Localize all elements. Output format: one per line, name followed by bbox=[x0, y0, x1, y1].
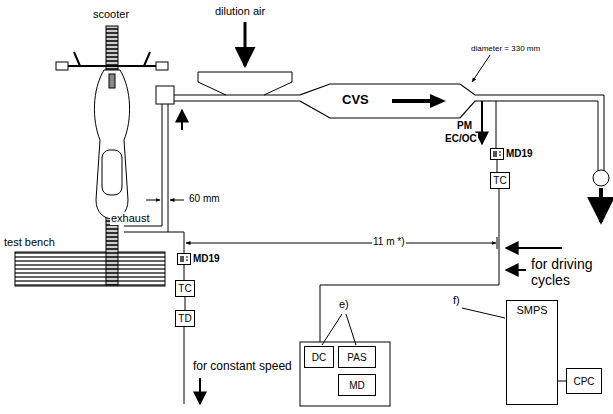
scooter-drawing bbox=[56, 26, 168, 285]
node-label: DC bbox=[312, 352, 326, 363]
instrument-box: MD bbox=[338, 374, 376, 396]
sampling-probes bbox=[168, 101, 499, 404]
node-label: PAS bbox=[347, 352, 366, 363]
annotation-label: dilution air bbox=[214, 5, 266, 18]
test-bench bbox=[15, 252, 165, 286]
leader-lines bbox=[322, 308, 505, 345]
annotation-label: e) bbox=[338, 298, 350, 311]
leader-line bbox=[472, 55, 490, 82]
node-label: MD19 bbox=[193, 253, 220, 264]
annotation-label: test bench bbox=[3, 236, 56, 249]
instrument-rack bbox=[300, 342, 390, 406]
diameter-arrows bbox=[146, 200, 184, 201]
connector-line bbox=[497, 160, 498, 172]
flow-arrow bbox=[392, 99, 432, 103]
connector-line bbox=[184, 265, 185, 280]
node-label: TC bbox=[493, 175, 506, 186]
md19-monitor: MD19 bbox=[490, 148, 504, 160]
node-label: SMPS bbox=[516, 304, 547, 316]
annotation-label: PM bbox=[456, 120, 473, 132]
annotation-label: scooter bbox=[92, 8, 130, 21]
tunnel-wall bbox=[300, 84, 482, 118]
exhaust-pipe bbox=[124, 86, 182, 232]
tunnel-outlet bbox=[482, 95, 609, 270]
monitor-icon bbox=[491, 149, 503, 159]
annotation-label: 60 mm bbox=[188, 193, 221, 205]
node-label: CVS bbox=[342, 93, 369, 107]
thermo-conditioner: TC bbox=[175, 280, 195, 297]
node-label: TD bbox=[178, 313, 191, 324]
node-label: MD bbox=[349, 380, 365, 391]
length-dimension bbox=[186, 237, 497, 249]
node-label: MD19 bbox=[506, 148, 533, 159]
dilution-funnel bbox=[174, 22, 300, 101]
instrument-box: PAS bbox=[338, 346, 376, 368]
annotation-label: exhaust bbox=[110, 212, 151, 225]
cvs-tunnel: CVS bbox=[300, 82, 482, 120]
instrument-box: DC bbox=[304, 346, 334, 368]
cpc-instrument: CPC bbox=[566, 368, 602, 394]
annotation-label: 11 m *) bbox=[372, 236, 406, 248]
node-label: CPC bbox=[573, 376, 594, 387]
annotation-label: f) bbox=[452, 294, 461, 307]
connector-line bbox=[558, 381, 566, 382]
annotation-label: for constant speed bbox=[192, 360, 293, 374]
annotation-label: EC/OC bbox=[444, 133, 478, 145]
thermo-desorber: TD bbox=[175, 310, 195, 327]
smps-instrument: SMPS bbox=[506, 300, 558, 405]
md19-monitor: MD19 bbox=[177, 253, 191, 265]
connector-line bbox=[185, 297, 186, 310]
monitor-icon bbox=[178, 254, 190, 264]
annotation-label: for driving cycles bbox=[530, 256, 612, 288]
flow-arrow-head bbox=[430, 94, 446, 108]
node-label: TC bbox=[178, 283, 191, 294]
thermo-conditioner: TC bbox=[490, 172, 510, 189]
tunnel-outline bbox=[300, 82, 482, 120]
annotation-label: diameter = 330 mm bbox=[470, 44, 541, 53]
